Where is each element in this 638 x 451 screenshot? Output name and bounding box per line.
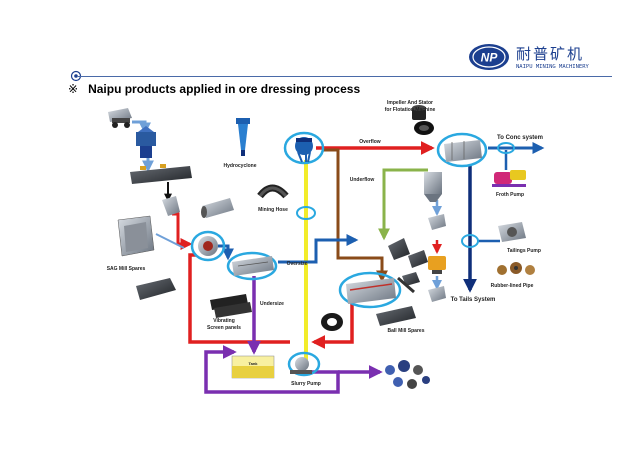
label-impeller-stator: Impeller And Stator: [387, 100, 433, 106]
tank-icon: Tank: [231, 355, 275, 379]
hydrocyclone-icon: [236, 118, 250, 156]
label-overflow: Overflow: [359, 139, 381, 145]
flow-red-upper-right: [290, 146, 294, 180]
label-tailings-pump: Tailings Pump: [507, 248, 541, 254]
chute-icon: [162, 196, 180, 216]
flow-underflow-brown: [322, 148, 388, 283]
hopper-icon: [424, 172, 442, 202]
pump-spares-icon: [385, 360, 430, 389]
tailings-pump-icon: [461, 222, 526, 248]
froth-pump-icon: [492, 170, 526, 187]
pump-part-icon-3: [428, 286, 446, 302]
label-screen-panels: Screen panels: [207, 325, 241, 331]
flow-sag-spares-arrow: [155, 233, 185, 249]
dump-truck-icon: [108, 108, 132, 128]
label-undersize: Undersize: [260, 301, 284, 307]
title-bullet: ※: [68, 82, 79, 96]
flotation-cells-icon: [436, 132, 488, 168]
mining-hose-icon: [257, 184, 289, 199]
rubber-ring-icon: [321, 313, 343, 331]
ball-mill-spares-icon: [376, 238, 428, 326]
page-title: ※ Naipu products applied in ore dressing …: [68, 82, 360, 96]
label-oversize: Oversize: [287, 261, 308, 267]
brand-name-cn: 耐普矿机: [516, 45, 585, 63]
label-to-conc: To Conc system: [497, 135, 543, 141]
label-mining-hose: Mining Hose: [258, 207, 288, 213]
page-title-text: Naipu products applied in ore dressing p…: [88, 82, 361, 96]
flow-recirculation-red: [188, 253, 290, 344]
brand-name-en: NAIPU MINING MACHINERY: [516, 64, 589, 70]
label-to-tails: To Tails System: [451, 297, 496, 303]
label-slurry-pump: Slurry Pump: [291, 381, 321, 387]
label-rubber-pipe: Rubber-lined Pipe: [491, 283, 534, 289]
label-hydrocyclone: Hydrocyclone: [223, 163, 256, 169]
ball-mill-icon: [338, 271, 402, 309]
label-froth-pump: Froth Pump: [496, 192, 524, 198]
slurry-pump-icon: [287, 351, 321, 377]
label-impeller-stator-2: for Flotation Machine: [385, 107, 436, 113]
hose-ring: [296, 206, 316, 220]
logo-letters: NP: [481, 51, 499, 65]
label-vibrating: Vibrating: [213, 318, 235, 324]
rubber-lined-pipe-icon: [497, 262, 535, 275]
flow-mill-to-screen-blue: [218, 244, 234, 261]
header-rule: [78, 76, 612, 77]
flow-purple-loop: [204, 345, 340, 394]
flow-ballmill-red: [311, 300, 354, 349]
sag-mill-spares-icon: [117, 215, 176, 300]
pump-part-icon-1: [428, 214, 446, 230]
mill-liner-roll-icon: [201, 198, 234, 218]
hydrocyclone-cluster-icon: [283, 131, 325, 165]
pump-part-icon-2: [428, 256, 446, 274]
vibrating-screen-icon: [226, 251, 278, 281]
apron-feeder-icon: [130, 164, 192, 184]
naipu-logo-icon: NP: [469, 44, 509, 70]
crusher-icon: [136, 126, 156, 158]
impeller-stator-icon: [412, 105, 434, 135]
flow-feeder-to-sag: [172, 212, 193, 250]
sag-mill-icon: [190, 230, 226, 262]
label-underflow: Underflow: [350, 177, 375, 183]
tank-label: Tank: [248, 361, 258, 366]
flow-green: [378, 168, 428, 241]
label-sag-spares: SAG Mill Spares: [107, 266, 146, 272]
flow-oversize-blue: [278, 234, 359, 264]
conc-ring: [497, 142, 515, 154]
brand-logo: NP 耐普矿机 NAIPU MINING MACHINERY: [468, 42, 618, 78]
screen-panels-icon: [210, 294, 252, 318]
label-ball-mill-spares: Ball Mill Spares: [388, 328, 425, 334]
